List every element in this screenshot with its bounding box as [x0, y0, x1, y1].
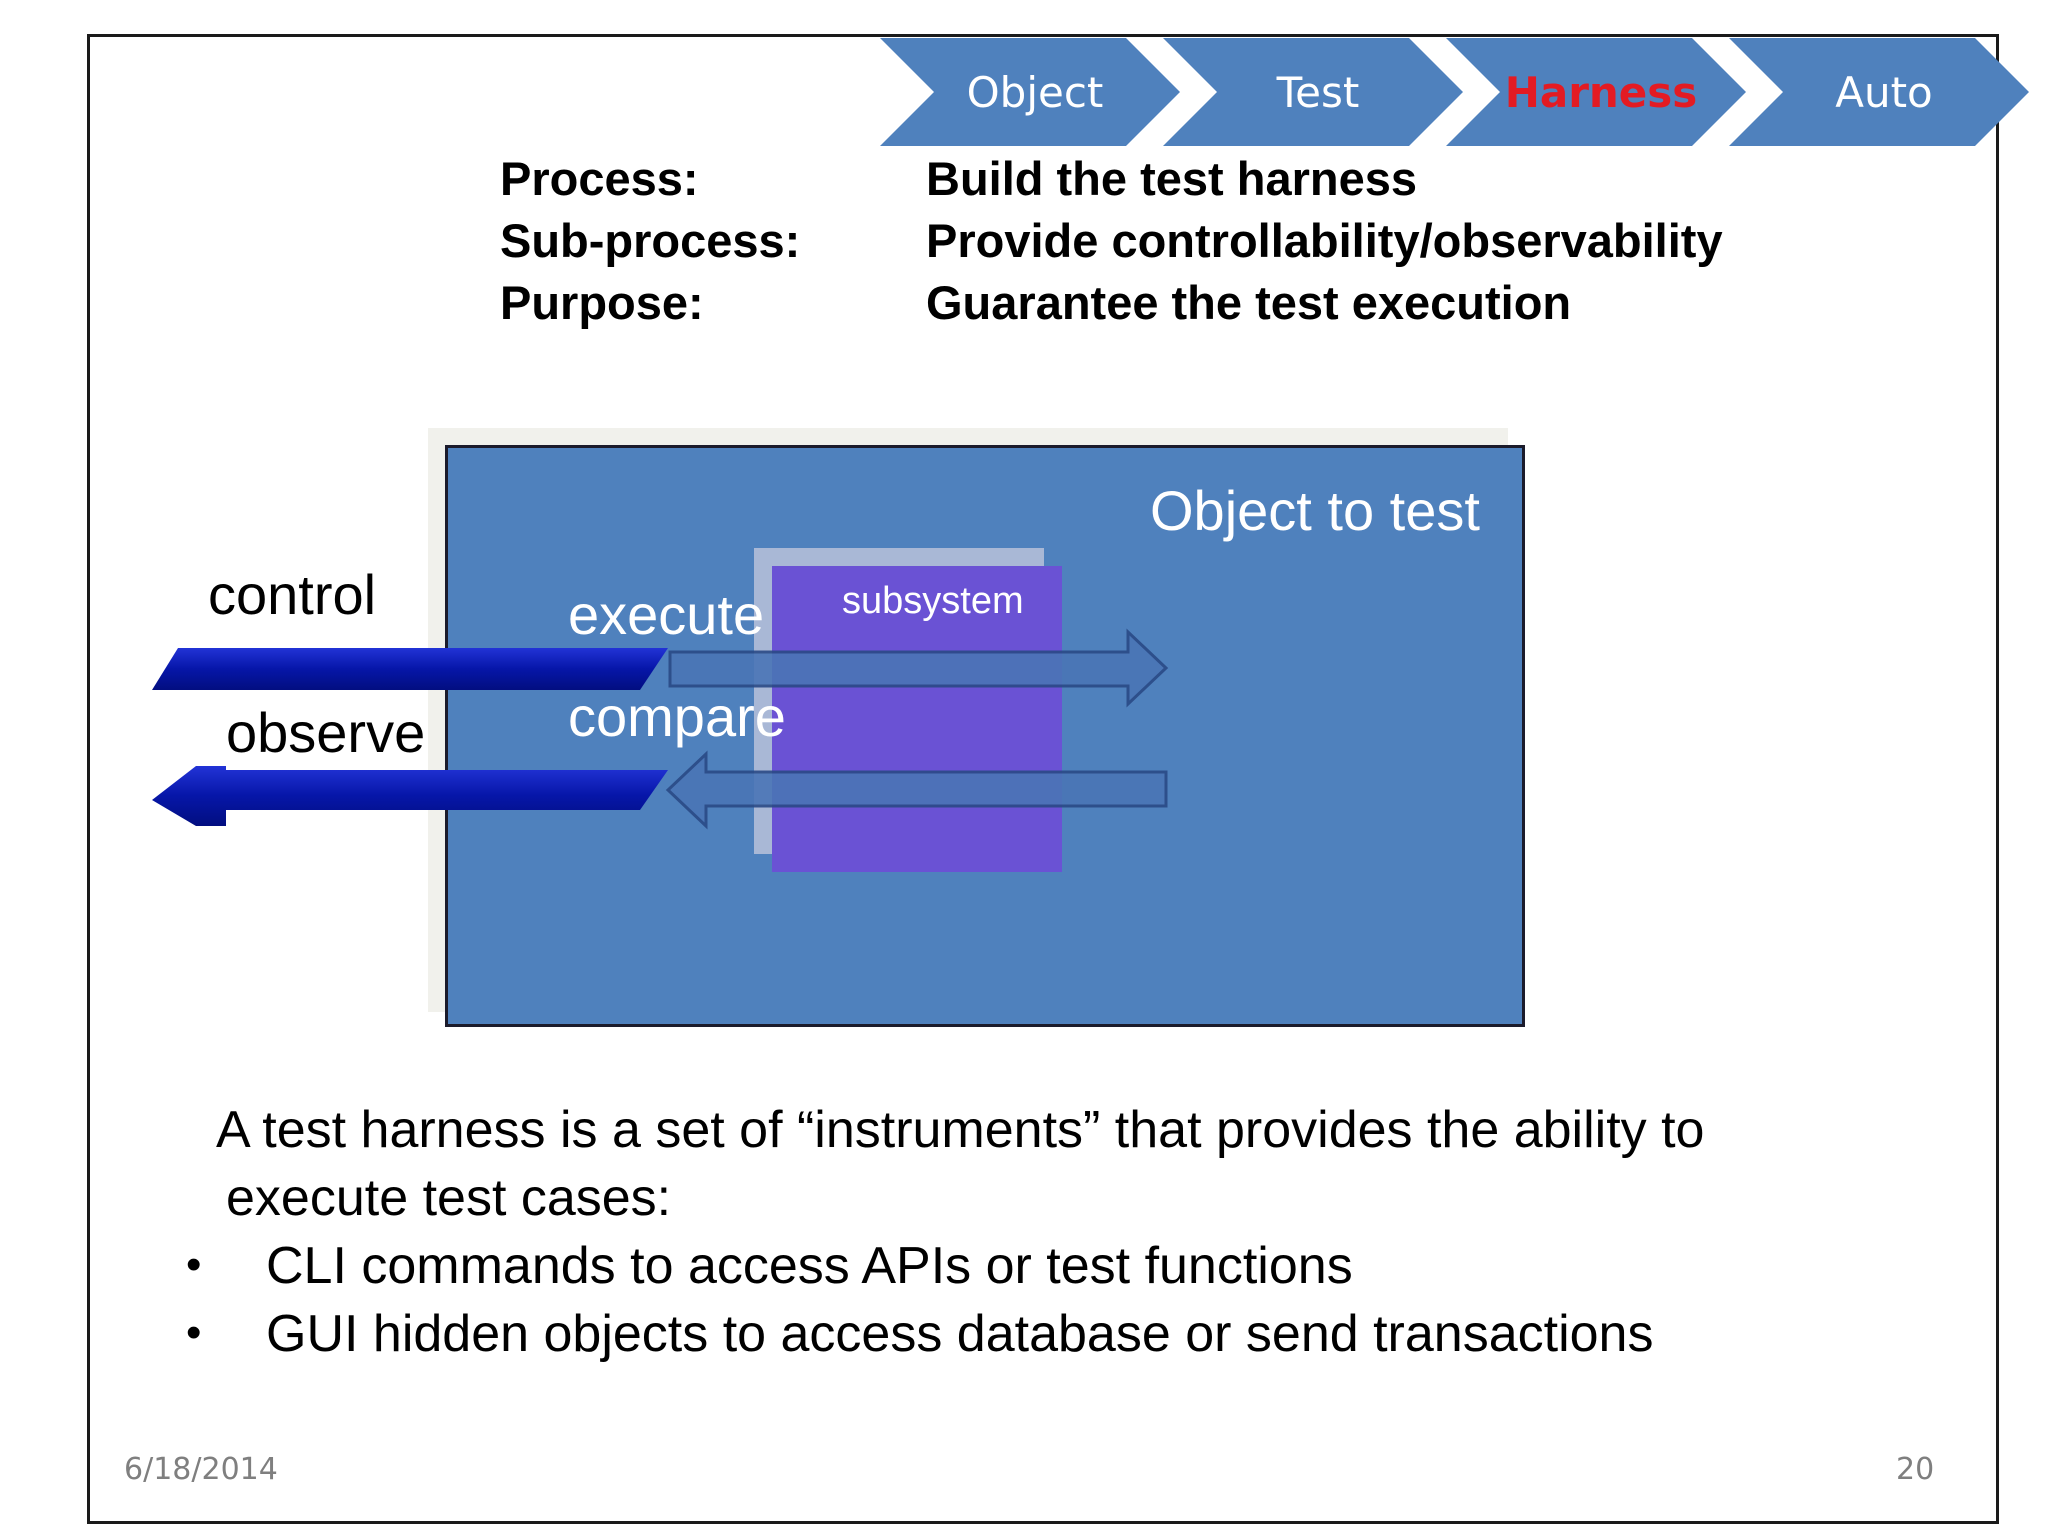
observe-arrow — [152, 766, 668, 826]
execute-arrow — [668, 628, 1169, 708]
subprocess-label: Sub-process: — [500, 214, 801, 267]
process-label: Process: — [500, 152, 699, 205]
subsystem-label: subsystem — [842, 580, 1024, 622]
step-test-label: Test — [1276, 67, 1360, 117]
compare-label: compare — [568, 685, 786, 748]
object-to-test-title: Object to test — [1150, 479, 1480, 542]
intro-line-2: execute test cases: — [226, 1169, 672, 1227]
purpose-label: Purpose: — [500, 276, 704, 329]
intro-line-1: A test harness is a set of “instruments”… — [216, 1101, 1705, 1159]
step-test[interactable]: Test — [1163, 38, 1463, 146]
observe-label: observe — [226, 701, 426, 764]
page-number: 20 — [1896, 1452, 1935, 1487]
process-steps: Object Test Harness Auto — [880, 38, 2040, 146]
purpose-value: Guarantee the test execution — [926, 276, 1572, 329]
bullet-item-1: CLI commands to access APIs or test func… — [266, 1237, 1353, 1295]
control-label: control — [208, 563, 377, 626]
subprocess-value: Provide controllability/observability — [926, 214, 1723, 267]
bullet-marker: • — [186, 1308, 202, 1357]
compare-arrow — [665, 750, 1168, 830]
bullet-marker: • — [186, 1240, 202, 1289]
step-object-label: Object — [966, 67, 1104, 117]
step-auto-label: Auto — [1835, 67, 1933, 117]
bullet-item-2: GUI hidden objects to access database or… — [266, 1305, 1654, 1363]
process-value: Build the test harness — [926, 152, 1417, 205]
step-harness-label: Harness — [1504, 67, 1698, 117]
footer-date: 6/18/2014 — [124, 1452, 278, 1487]
control-arrow — [152, 648, 668, 690]
execute-label: execute — [568, 583, 765, 646]
subsystem-box — [772, 566, 1062, 872]
